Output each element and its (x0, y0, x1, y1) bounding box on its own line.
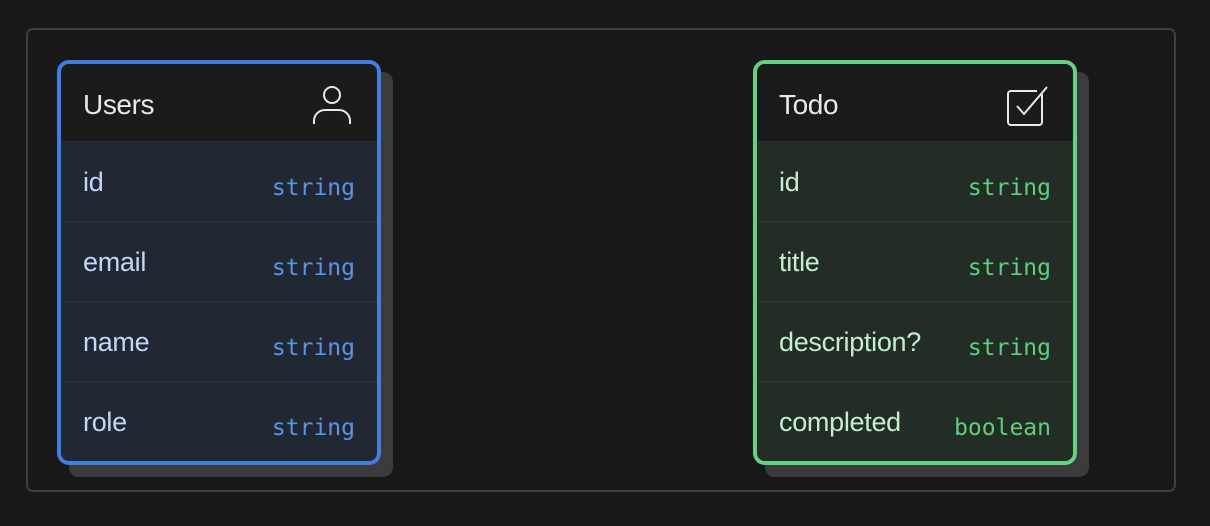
card-header: Todo (757, 64, 1073, 142)
field-name: email (83, 247, 147, 277)
table-card-users[interactable]: Users id string email string name string… (57, 60, 393, 477)
field-row[interactable]: id string (757, 142, 1073, 222)
user-icon (313, 86, 351, 124)
field-name: id (779, 167, 800, 197)
field-type: string (271, 415, 355, 441)
field-name: role (83, 407, 127, 437)
field-type: string (967, 175, 1051, 201)
card-header: Users (61, 64, 377, 142)
field-row[interactable]: email string (61, 222, 377, 302)
field-name: name (83, 327, 150, 357)
field-row[interactable]: title string (757, 222, 1073, 302)
field-type: string (271, 335, 355, 361)
field-row[interactable]: id string (61, 142, 377, 222)
checkbox-icon (1007, 86, 1048, 126)
table-title: Users (83, 89, 155, 120)
field-row[interactable]: role string (61, 382, 377, 461)
field-row[interactable]: name string (61, 302, 377, 382)
field-type: string (271, 255, 355, 281)
diagram-frame (26, 28, 1176, 492)
field-type: string (967, 255, 1051, 281)
field-name: id (83, 167, 104, 197)
field-list: id string email string name string role … (61, 142, 377, 461)
field-name: description? (779, 327, 921, 357)
field-name: title (779, 247, 820, 277)
table-card-todo[interactable]: Todo id string title string description?… (753, 60, 1089, 477)
card-body: Users id string email string name string… (57, 60, 381, 465)
field-list: id string title string description? stri… (757, 142, 1073, 461)
card-body: Todo id string title string description?… (753, 60, 1077, 465)
table-title: Todo (779, 89, 839, 120)
field-row[interactable]: completed boolean (757, 382, 1073, 461)
field-type: boolean (954, 415, 1051, 441)
field-type: string (967, 335, 1051, 361)
field-row[interactable]: description? string (757, 302, 1073, 382)
field-name: completed (779, 407, 901, 437)
field-type: string (271, 175, 355, 201)
